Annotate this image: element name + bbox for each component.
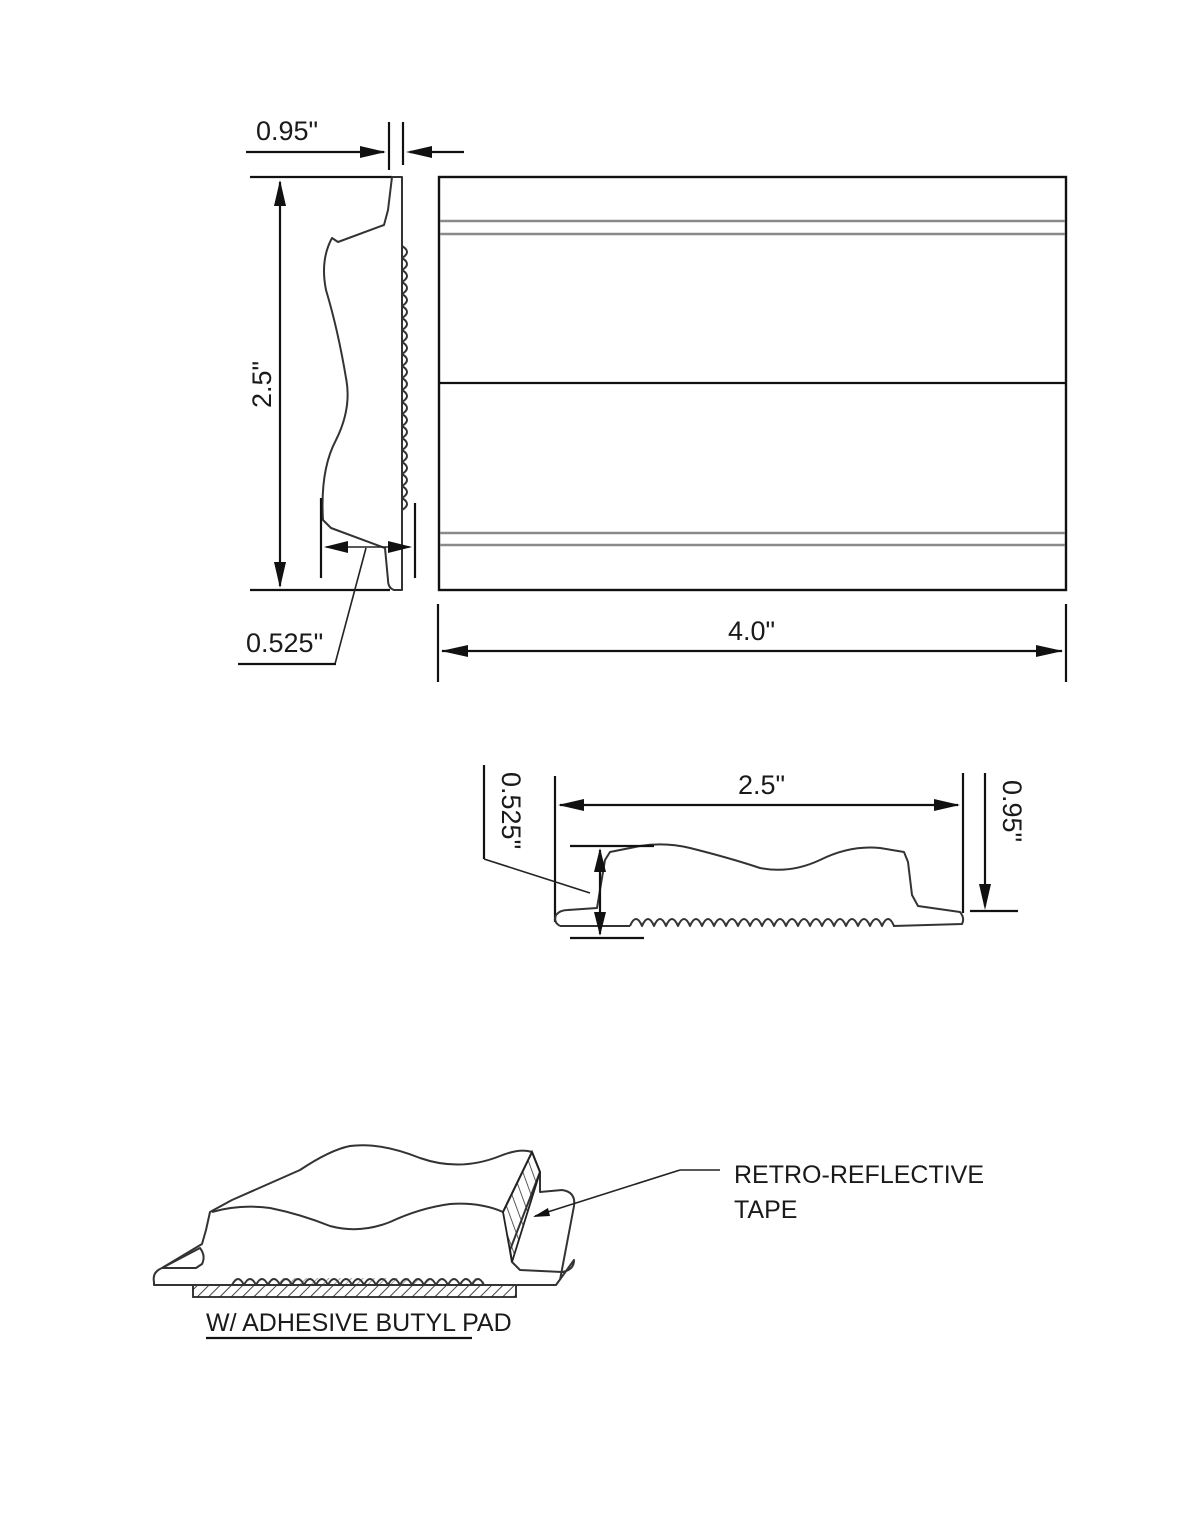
tape-leader-line: [534, 1169, 681, 1217]
dim-edge-offset: 0.525": [238, 498, 417, 666]
dim-height: 2.5": [247, 175, 392, 592]
retro-reflective-tape: [502, 1149, 541, 1263]
dim-total-height-label: 0.95": [997, 780, 1027, 842]
strip-plan-outline: [437, 175, 1068, 592]
side-profile-view: 0.95" 2.5" 0.525": [238, 116, 464, 666]
dim-width-label: 2.5": [738, 770, 785, 800]
strip-profile-outline: [321, 176, 403, 591]
serrated-base: [401, 245, 408, 511]
dim-thickness: 0.95": [246, 116, 464, 170]
strip-left-wing: [161, 1247, 205, 1269]
top-plan-view: 4.0": [436, 175, 1068, 682]
tape-callout-line2: TAPE: [734, 1196, 797, 1224]
front-elevation-view: 2.5" 0.525" 0.95": [482, 765, 1027, 940]
dim-left-height-label: 0.525": [496, 772, 526, 849]
tape-callout-line1: RETRO-REFLECTIVE: [734, 1161, 984, 1189]
strip-top-wave: [211, 1202, 504, 1231]
adhesive-butyl-pad: [192, 1284, 517, 1298]
serrated-base: [629, 918, 895, 927]
dim-height-label: 2.5": [247, 361, 277, 408]
dim-length: 4.0": [436, 604, 1068, 682]
dim-thickness-label: 0.95": [256, 116, 318, 146]
isometric-view: RETRO-REFLECTIVE TAPE W/ ADHESIVE BUTYL …: [152, 1144, 984, 1340]
pad-caption: W/ ADHESIVE BUTYL PAD: [206, 1309, 512, 1337]
dim-length-label: 4.0": [728, 616, 775, 646]
dim-edge-offset-label: 0.525": [246, 628, 323, 658]
front-profile-outline: [554, 843, 965, 927]
